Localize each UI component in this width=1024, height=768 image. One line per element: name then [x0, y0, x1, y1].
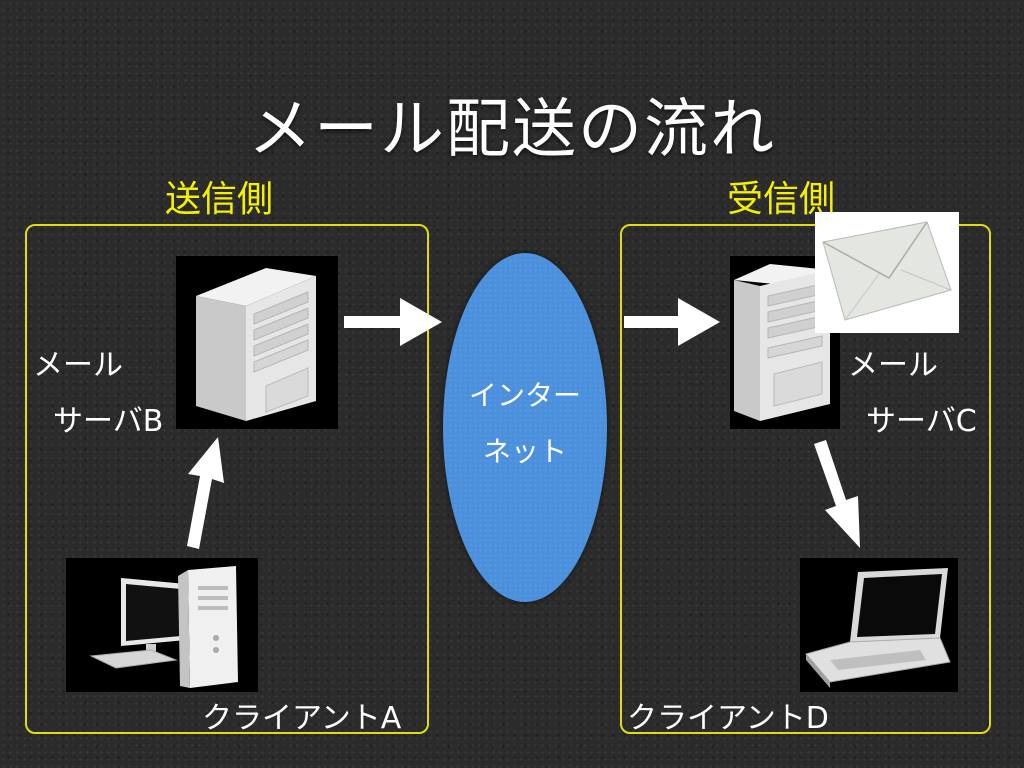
envelope-image — [815, 212, 959, 333]
server-icon — [196, 268, 316, 421]
laptop-icon — [805, 568, 951, 688]
server-c-label-line1: メール — [848, 348, 938, 383]
arrow-internet-to-server-c — [624, 298, 720, 346]
receiver-panel — [620, 224, 991, 734]
arrow-icon — [187, 298, 860, 549]
arrow-server-b-to-internet — [344, 298, 442, 346]
client-a-label: クライアントA — [202, 701, 402, 736]
arrow-client-a-to-server-b — [187, 437, 224, 549]
server-b-label-line2: サーバB — [53, 404, 164, 439]
client-d-label: クライアントD — [627, 701, 829, 736]
server-b-image — [176, 256, 338, 429]
desktop-computer-icon — [89, 566, 238, 688]
server-icon — [734, 264, 830, 421]
internet-label-line2: ネット — [482, 435, 567, 468]
server-c-label-line2: サーバC — [866, 404, 977, 439]
server-b-label-line1: メール — [33, 348, 123, 383]
sender-heading: 送信側 — [165, 179, 274, 220]
client-d-image — [800, 558, 958, 692]
sender-panel — [25, 224, 429, 734]
envelope-icon — [822, 221, 952, 321]
internet-label-line1: インター — [468, 379, 581, 412]
slide-title: メール配送の流れ — [248, 93, 776, 167]
internet-ellipse — [443, 253, 607, 602]
arrow-server-c-to-client-d — [814, 440, 860, 548]
client-a-image — [66, 558, 258, 692]
